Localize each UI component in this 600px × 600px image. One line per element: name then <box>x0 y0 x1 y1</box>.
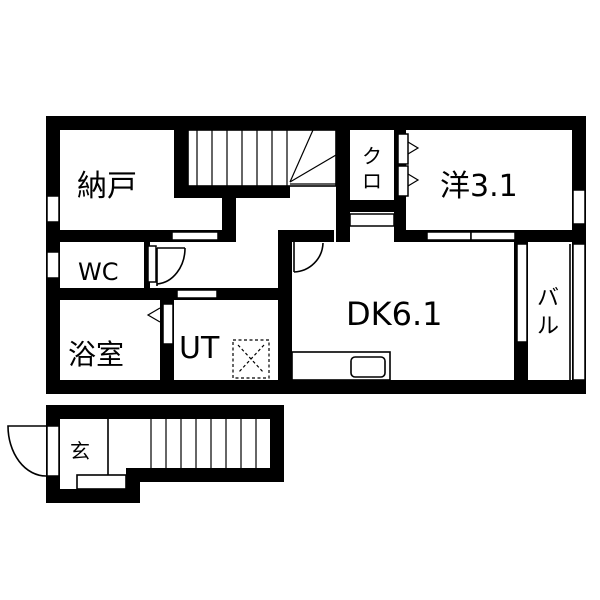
room-label-dk: DK6.1 <box>346 295 443 333</box>
opening-storage <box>171 231 219 241</box>
wc-door-frame <box>147 245 157 283</box>
balcony-rail <box>572 243 586 381</box>
room-label-western: 洋3.1 <box>440 169 518 204</box>
washer-space <box>232 339 270 379</box>
room-label-closet-1: ク <box>362 144 382 168</box>
sliding-door-western-left <box>426 231 472 241</box>
opening-closet-bottom <box>349 213 395 227</box>
room-label-entrance: 玄 <box>70 439 90 463</box>
window-storage <box>46 195 60 223</box>
balcony-sliding-window <box>516 243 528 343</box>
room-label-bath: 浴室 <box>68 338 124 371</box>
opening-ut <box>176 289 218 299</box>
doors <box>146 141 420 323</box>
window-wc <box>46 251 60 279</box>
room-label-balcony-1: バ <box>537 286 559 311</box>
room-label-closet-2: ロ <box>362 169 382 193</box>
bath-door-frame <box>162 303 174 345</box>
upper-stairs <box>187 129 337 187</box>
room-label-wc: WC <box>78 258 119 286</box>
window-western <box>572 189 586 225</box>
sliding-door-western-right <box>470 231 516 241</box>
room-label-balcony-2: ル <box>537 314 559 339</box>
closet-door-bottom <box>397 165 409 197</box>
room-label-utility: UT <box>179 331 220 366</box>
entrance-door-frame <box>46 425 60 477</box>
kitchen-counter <box>291 351 391 381</box>
entrance-block <box>7 405 284 503</box>
room-label-storage: 納戸 <box>77 169 137 204</box>
entrance-door-swing <box>7 425 47 477</box>
windows <box>46 133 586 381</box>
closet-door-top <box>397 133 409 165</box>
